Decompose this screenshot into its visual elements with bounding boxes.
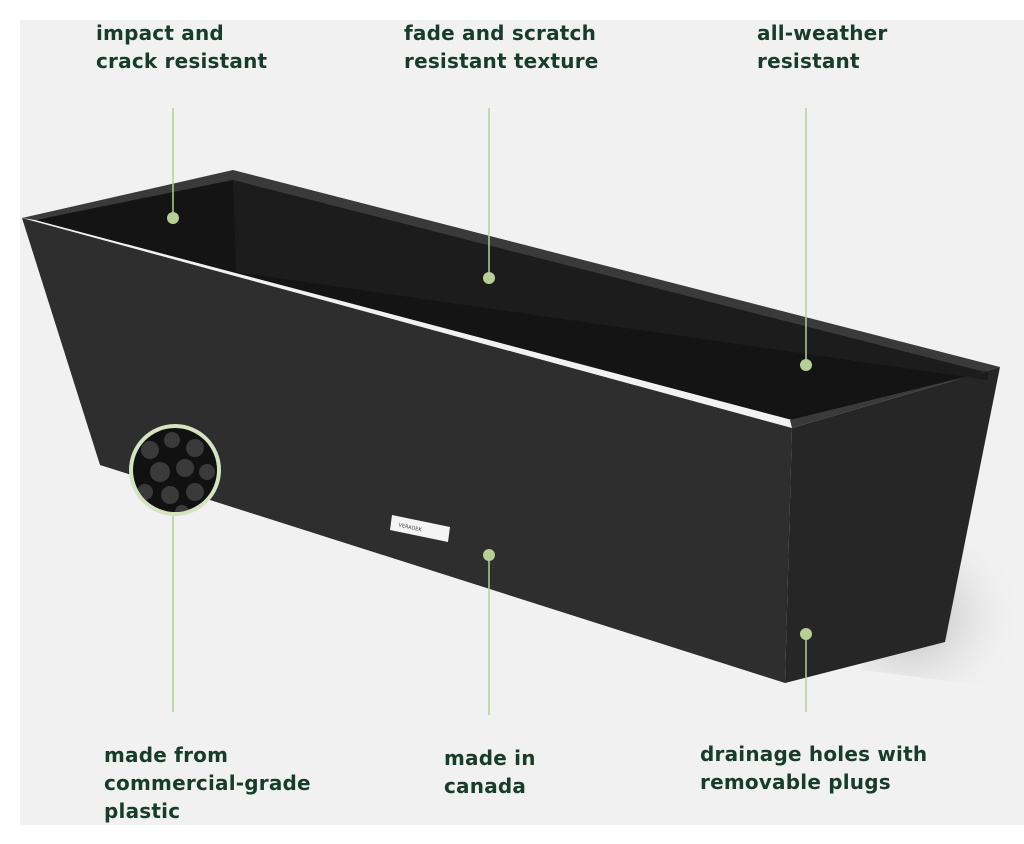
- brand-tag-text: VERADEK: [398, 522, 423, 533]
- callout-dot: [800, 359, 812, 371]
- texture-magnifier: [129, 424, 221, 516]
- feature-made-in-canada: made in canada: [444, 746, 536, 798]
- planter-back-wall: [233, 178, 988, 380]
- feature-fade-scratch: fade and scratch resistant texture: [404, 21, 599, 73]
- callout-dot: [800, 628, 812, 640]
- feature-commercial-plastic: made from commercial-grade plastic: [104, 743, 311, 823]
- feature-all-weather: all-weather resistant: [757, 21, 888, 73]
- planter-side-face: [785, 367, 1000, 683]
- planter-front-face: [22, 218, 792, 683]
- feature-drainage-holes: drainage holes with removable plugs: [700, 742, 928, 794]
- callout-dot: [167, 212, 179, 224]
- callout-dot: [483, 549, 495, 561]
- callout-dot: [483, 272, 495, 284]
- feature-impact-resistant: impact and crack resistant: [96, 21, 268, 73]
- brand-tag: [390, 515, 450, 542]
- planter-rim: [22, 170, 1000, 428]
